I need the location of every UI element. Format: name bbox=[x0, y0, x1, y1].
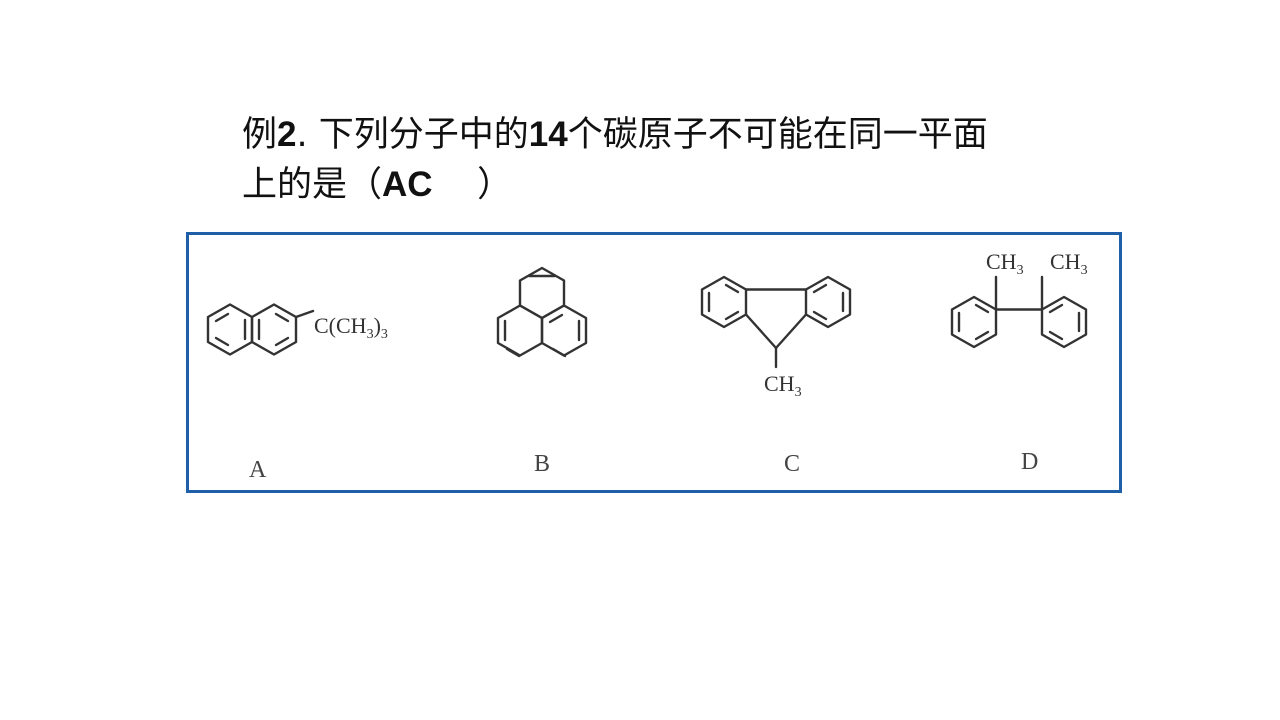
question-line-1: 例2. 下列分子中的14个碳原子不可能在同一平面 bbox=[242, 110, 1082, 160]
substituent-d-1: CH3 bbox=[986, 249, 1024, 278]
structures-figure: C(CH3)3 CH3 CH3 CH3 A B C D bbox=[186, 232, 1122, 493]
molecule-b bbox=[496, 266, 588, 358]
question-text-part-2: 个碳原子不可能在同一平面 bbox=[567, 115, 988, 155]
example-prefix: 例 bbox=[242, 115, 278, 155]
question-text-part-1: 下列分子中的 bbox=[318, 115, 529, 155]
example-separator: . bbox=[296, 115, 319, 155]
structures-svg: C(CH3)3 CH3 CH3 CH3 A B C D bbox=[206, 249, 1088, 483]
closing-paren: ） bbox=[432, 165, 513, 205]
answer: AC bbox=[382, 165, 433, 204]
question-text-part-3: 上的是（ bbox=[242, 165, 383, 205]
substituent-c: CH3 bbox=[764, 371, 802, 400]
question-text: 例2. 下列分子中的14个碳原子不可能在同一平面 上的是（AC ） bbox=[242, 110, 1082, 210]
question-line-2: 上的是（AC ） bbox=[242, 160, 1082, 210]
option-label-c: C bbox=[784, 451, 800, 477]
molecule-a bbox=[206, 303, 315, 356]
molecule-c bbox=[700, 275, 852, 369]
molecule-d bbox=[950, 275, 1088, 349]
option-label-b: B bbox=[534, 451, 550, 477]
option-label-d: D bbox=[1021, 449, 1038, 475]
carbon-count: 14 bbox=[528, 115, 568, 154]
substituent-d-2: CH3 bbox=[1050, 249, 1088, 278]
substituent-a: C(CH3)3 bbox=[314, 313, 388, 342]
option-label-a: A bbox=[249, 457, 267, 483]
example-number: 2 bbox=[277, 115, 297, 154]
